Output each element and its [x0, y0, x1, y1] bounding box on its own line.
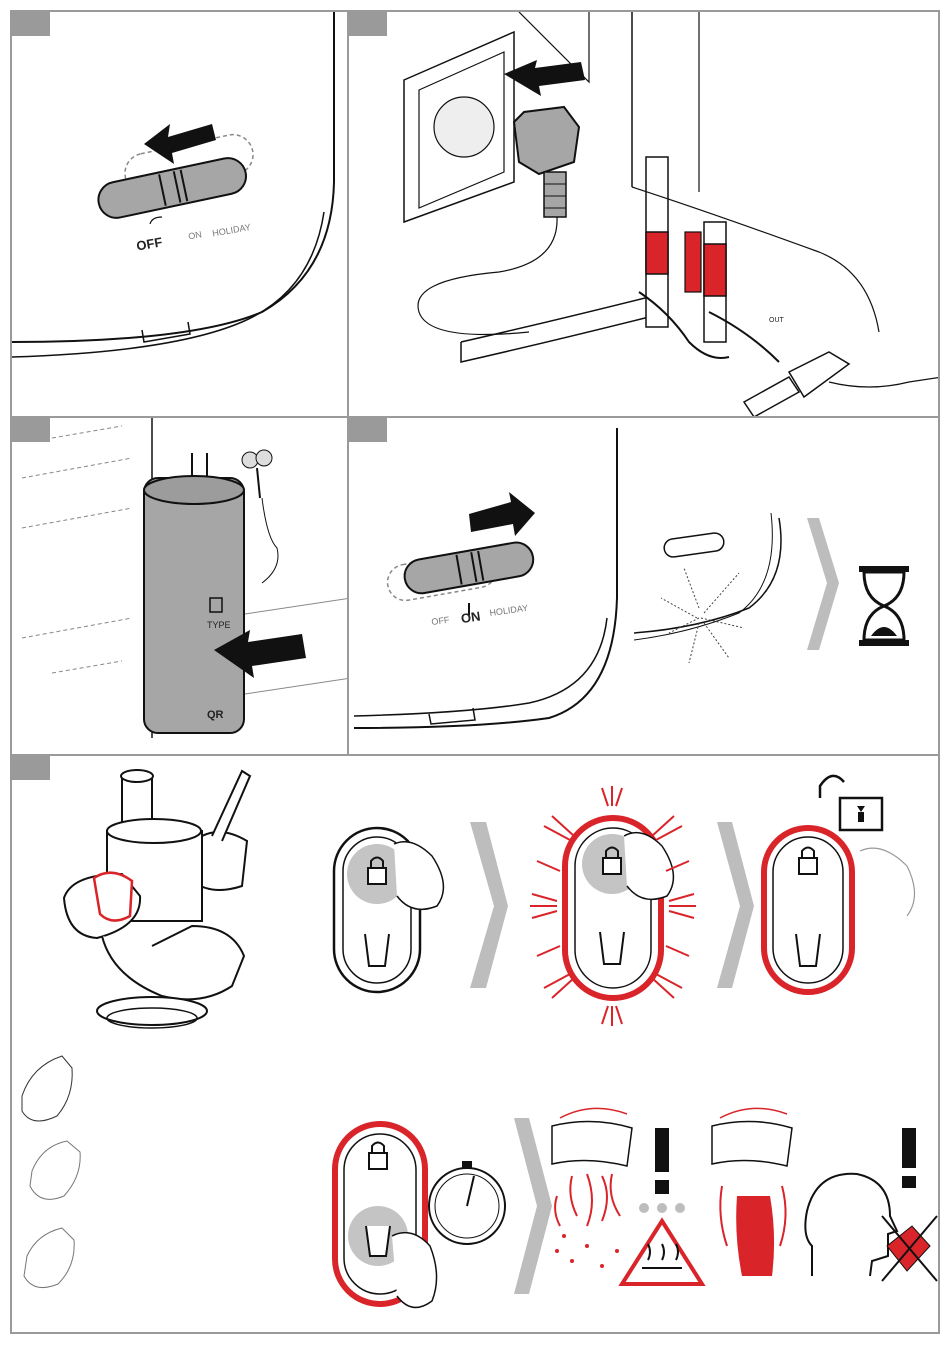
button-panel-unlocked: [764, 776, 915, 992]
ellipsis-dots: [639, 1203, 685, 1213]
step-1-panel: OFF ON HOLIDAY: [10, 10, 349, 418]
exclamation-icon: [902, 1128, 916, 1188]
step-4-panel: OFF ON HOLIDAY: [347, 416, 940, 756]
outlet-label: OUT: [769, 317, 785, 324]
cup-icon: [796, 934, 820, 966]
cup-icon: [366, 1226, 390, 1256]
hourglass-icon: [859, 566, 909, 646]
next-chevron: [514, 1118, 552, 1294]
no-drinking-icon: [882, 1216, 937, 1281]
supply-pipes: [632, 157, 940, 417]
wall-socket: [404, 32, 514, 222]
hot-water-pour: [712, 1108, 792, 1276]
step-2-illustration: OUT: [349, 12, 940, 418]
plug-icon: [514, 107, 579, 217]
step-3-panel: TYPE QR: [10, 416, 349, 756]
tank-type-label: TYPE: [207, 620, 231, 630]
cup-icon: [365, 934, 389, 966]
hot-water-spray: [552, 1108, 632, 1268]
step-5-panel: [10, 754, 940, 1334]
hot-surface-warning-icon: [622, 1221, 702, 1284]
next-chevron: [717, 822, 754, 988]
angle-valve: [242, 450, 278, 583]
step-5-illustration: [12, 756, 940, 1334]
head-profile-icon: [805, 1174, 897, 1276]
cup-icon: [600, 932, 624, 964]
switch-detail-sparks: [634, 513, 781, 663]
switch-label-holiday: HOLIDAY: [489, 603, 529, 618]
arrow-left-icon: [144, 124, 216, 164]
arrow-right-icon: [469, 492, 535, 536]
stopwatch-icon: [429, 1161, 505, 1244]
tank-brand-mark: QR: [207, 709, 224, 721]
switch-label-off: OFF: [431, 615, 451, 627]
button-panel-hold: [335, 1124, 437, 1307]
button-panel-lock-press: [334, 828, 443, 992]
next-chevron: [807, 518, 839, 650]
step-4-illustration: OFF ON HOLIDAY: [349, 418, 940, 756]
unlock-icon: [820, 776, 882, 830]
switch-label-holiday: HOLIDAY: [212, 222, 252, 239]
switch-label-off: OFF: [135, 234, 163, 253]
step-1-illustration: OFF ON HOLIDAY: [12, 12, 349, 418]
next-chevron: [470, 822, 508, 988]
power-switch: [402, 540, 536, 596]
power-switch: [95, 155, 249, 221]
switch-label-on: ON: [187, 229, 202, 241]
step-3-illustration: TYPE QR: [12, 418, 349, 756]
water-tank: TYPE QR: [144, 476, 244, 733]
button-panel-blinking: [530, 786, 696, 1026]
exclamation-icon: [655, 1128, 669, 1194]
hand-gesture-illustrations: [22, 1056, 80, 1288]
switch-label-on: ON: [460, 608, 481, 626]
step-2-panel: OUT: [347, 10, 940, 418]
faucet-hand-illustration: [64, 770, 250, 1028]
